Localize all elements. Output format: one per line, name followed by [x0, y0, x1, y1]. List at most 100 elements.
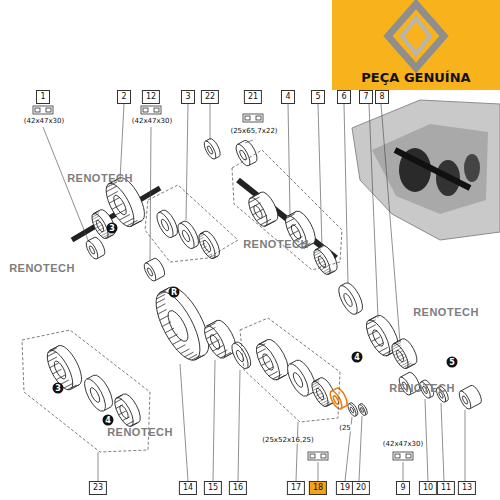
gear	[196, 229, 223, 261]
gear-tooth	[156, 294, 165, 299]
gear-edge	[207, 320, 218, 326]
callout-number: 2	[117, 90, 131, 104]
callout-number: 12	[142, 90, 160, 104]
gear-tooth	[185, 352, 194, 357]
gear-tooth	[257, 349, 266, 354]
gear-tooth	[157, 304, 166, 309]
gear-bore	[349, 407, 354, 414]
gear-tooth	[209, 340, 220, 346]
bearing-icon	[33, 106, 53, 114]
leader-line	[403, 462, 404, 481]
brand-badge: PEÇA GENUÍNA	[332, 0, 500, 90]
callout-number: 4	[281, 90, 295, 104]
gear	[111, 391, 144, 429]
gear-tooth	[264, 221, 275, 227]
gear-tooth	[206, 252, 210, 254]
gear-tooth	[261, 219, 272, 225]
leader-line	[318, 104, 322, 248]
gear-tooth	[256, 215, 267, 221]
callout-number: 21	[244, 90, 262, 104]
gear-tooth	[324, 403, 331, 407]
ring	[84, 236, 107, 261]
gear-face	[81, 376, 110, 414]
ring	[457, 384, 484, 411]
gear-tooth	[188, 354, 197, 359]
gear-tooth	[250, 203, 261, 209]
gear-tooth	[115, 209, 126, 215]
gear-tooth	[258, 355, 267, 360]
gear-bore	[146, 267, 153, 277]
gear-tooth	[68, 385, 77, 390]
gear-tooth	[68, 385, 77, 390]
gear-tooth	[257, 344, 266, 349]
gear-tooth	[169, 334, 178, 339]
gear-edge	[313, 378, 320, 382]
gear-tooth	[158, 309, 167, 314]
gear	[245, 189, 281, 229]
callout-number: 22	[201, 90, 219, 104]
gear-tooth	[119, 411, 126, 415]
gear-tooth	[286, 214, 295, 219]
gear-tooth	[206, 333, 217, 339]
gear-tooth	[367, 325, 376, 330]
gear-tooth	[122, 417, 129, 421]
gear-face	[346, 403, 357, 418]
gear-tooth	[99, 230, 106, 234]
gear-tooth	[115, 395, 122, 399]
gear-tooth	[177, 345, 186, 350]
gear-tooth	[173, 340, 182, 345]
gear-tooth	[317, 396, 324, 400]
leader-line	[359, 416, 362, 481]
callout-number: 13	[458, 481, 476, 495]
leader-line	[369, 104, 378, 318]
gear-bore	[315, 387, 325, 400]
gear-tooth	[205, 323, 216, 329]
gear-tooth	[205, 327, 216, 333]
gear-face	[233, 142, 252, 167]
leader-line	[150, 127, 151, 260]
gear-tooth	[375, 343, 384, 348]
leader-line	[238, 370, 240, 481]
gear-tooth	[290, 231, 299, 236]
gear-tooth	[314, 248, 321, 252]
callout-number-highlighted: 18	[309, 481, 327, 495]
gear-tooth	[119, 411, 126, 415]
gear-tooth	[273, 374, 282, 379]
gear-tooth	[379, 347, 388, 352]
gear-face	[111, 395, 137, 429]
gear-face	[309, 379, 332, 409]
callout-number: 7	[359, 90, 373, 104]
gear-bore	[52, 359, 68, 380]
gear-tooth	[286, 218, 295, 223]
callout-number: 11	[437, 481, 455, 495]
gear-tooth	[258, 341, 267, 346]
gear-tooth	[104, 235, 111, 239]
gear-tooth	[383, 350, 392, 355]
callout-number: 6	[337, 90, 351, 104]
gear-tooth	[326, 403, 333, 407]
gear-edge	[393, 339, 402, 344]
leader-line	[296, 422, 298, 481]
gear-tooth	[106, 235, 113, 239]
gear-tooth	[207, 320, 218, 326]
gear-tooth	[392, 343, 401, 348]
callout-number: 9	[396, 481, 410, 495]
gear-tooth	[323, 268, 330, 272]
gearbox-photo	[352, 100, 500, 240]
gear-tooth	[109, 198, 120, 204]
gear-tooth	[169, 334, 178, 339]
gear-tooth	[406, 364, 415, 369]
ring	[154, 208, 181, 240]
ring	[175, 219, 202, 251]
gear-tooth	[315, 255, 322, 259]
callout-number: 20	[352, 481, 370, 495]
gear-tooth	[165, 328, 174, 333]
gear-tooth	[253, 209, 264, 215]
gear-tooth	[204, 249, 208, 251]
ring	[346, 402, 359, 418]
gear-tooth	[315, 393, 322, 397]
gear-tooth	[173, 340, 182, 345]
gear-tooth	[253, 209, 264, 215]
gear-tooth	[321, 400, 328, 404]
